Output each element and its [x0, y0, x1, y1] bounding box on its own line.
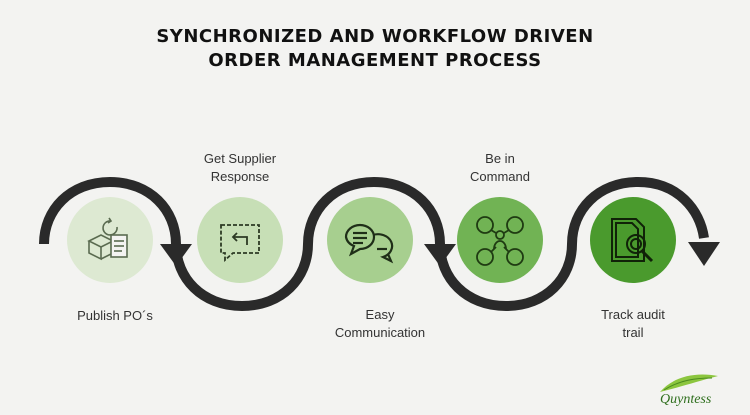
title-line-1: SYNCHRONIZED AND WORKFLOW DRIVEN [156, 26, 594, 47]
brand-logo-text: Quyntess [660, 392, 712, 407]
step-easy-communication [327, 197, 413, 283]
step-label: Publish PO´s [77, 308, 153, 323]
step-track-audit-trail [590, 197, 676, 283]
reply-message-icon [197, 197, 283, 283]
step-get-supplier-response [197, 197, 283, 283]
step-be-in-command [457, 197, 543, 283]
step-label: Get Supplier Response [203, 151, 277, 184]
document-search-icon [590, 197, 676, 283]
brand-leaf-icon [660, 374, 718, 392]
chat-bubbles-icon [327, 197, 413, 283]
step-label: Be in Command [470, 151, 530, 184]
team-network-icon [457, 197, 543, 283]
title-line-2: ORDER MANAGEMENT PROCESS [208, 50, 542, 71]
arrowhead-3 [688, 242, 720, 266]
step-label: Easy Communication [334, 307, 426, 340]
arrowhead-2 [424, 244, 456, 266]
step-label: Track audit trail [601, 307, 665, 340]
purchase-order-icon [67, 197, 153, 283]
step-publish-pos [67, 197, 153, 283]
arrowhead-1 [160, 244, 192, 266]
